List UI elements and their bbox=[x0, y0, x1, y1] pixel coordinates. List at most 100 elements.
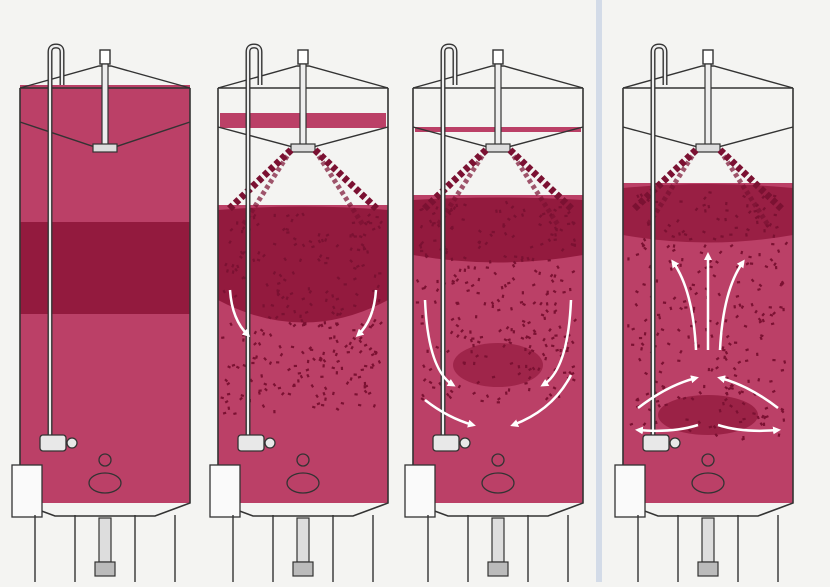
skin-speck bbox=[486, 266, 489, 269]
skin-speck bbox=[347, 351, 350, 354]
skin-speck bbox=[376, 216, 379, 218]
skin-speck bbox=[469, 330, 471, 333]
outlet-motor bbox=[698, 562, 718, 576]
vent-icon bbox=[493, 50, 503, 64]
skin-speck bbox=[657, 314, 660, 316]
skin-speck bbox=[559, 206, 562, 208]
skin-speck bbox=[734, 342, 737, 344]
cap-pocket bbox=[453, 343, 543, 387]
center-pipe bbox=[102, 64, 108, 146]
skin-speck bbox=[524, 348, 526, 351]
skin-speck bbox=[679, 264, 681, 267]
skin-speck bbox=[546, 302, 549, 305]
skin-speck bbox=[543, 317, 546, 320]
skin-speck bbox=[420, 250, 423, 252]
skin-speck bbox=[281, 313, 284, 315]
skin-speck bbox=[627, 324, 629, 327]
skin-speck bbox=[685, 418, 688, 421]
skin-speck bbox=[324, 262, 327, 264]
valve-icon bbox=[433, 435, 459, 451]
sprinkler-icon bbox=[486, 144, 510, 152]
skin-speck bbox=[554, 238, 557, 240]
level-gauge bbox=[210, 465, 240, 517]
skin-speck bbox=[298, 372, 301, 375]
skin-speck bbox=[758, 253, 760, 256]
skin-speck bbox=[324, 397, 327, 400]
skin-speck bbox=[352, 329, 355, 331]
skin-speck bbox=[497, 401, 500, 403]
skin-speck bbox=[733, 305, 736, 308]
skin-speck bbox=[511, 328, 513, 331]
valve-wheel-icon bbox=[670, 438, 680, 448]
skin-speck bbox=[492, 305, 494, 308]
skin-speck bbox=[782, 308, 784, 311]
skin-speck bbox=[333, 335, 335, 338]
skin-speck bbox=[276, 361, 279, 363]
outlet-motor bbox=[293, 562, 313, 576]
skin-speck bbox=[354, 393, 357, 396]
valve-wheel-icon bbox=[460, 438, 470, 448]
skin-speck bbox=[763, 423, 765, 426]
skin-speck bbox=[697, 344, 699, 347]
vent-icon bbox=[100, 50, 110, 64]
skin-speck bbox=[322, 364, 324, 367]
skin-speck bbox=[569, 288, 572, 291]
skin-speck bbox=[663, 301, 666, 304]
vent-icon bbox=[703, 50, 713, 64]
skin-speck bbox=[274, 214, 276, 217]
skin-speck bbox=[352, 222, 355, 225]
tank-panel-1 bbox=[12, 46, 190, 582]
skin-speck bbox=[258, 389, 261, 391]
skin-speck bbox=[763, 229, 765, 232]
skin-speck bbox=[354, 373, 357, 375]
skin-speck bbox=[364, 382, 366, 385]
skin-speck bbox=[684, 306, 687, 308]
skin-speck bbox=[420, 322, 423, 325]
page-seam bbox=[596, 0, 602, 582]
skin-speck bbox=[677, 359, 680, 362]
skin-speck bbox=[513, 330, 516, 333]
center-pipe bbox=[495, 64, 501, 146]
skin-speck bbox=[308, 287, 310, 290]
skin-speck bbox=[735, 227, 738, 230]
sprinkler-icon bbox=[291, 144, 315, 152]
skin-speck bbox=[426, 350, 428, 353]
skin-speck bbox=[725, 209, 728, 212]
skin-speck bbox=[533, 333, 536, 335]
cap-layer bbox=[623, 184, 793, 243]
skin-speck bbox=[725, 202, 728, 205]
skin-speck bbox=[492, 231, 495, 233]
skin-speck bbox=[687, 335, 690, 338]
skin-speck bbox=[514, 255, 517, 258]
outlet-motor bbox=[488, 562, 508, 576]
skin-speck bbox=[772, 359, 775, 361]
skin-speck bbox=[679, 200, 682, 202]
skin-speck bbox=[421, 315, 423, 318]
skin-speck bbox=[297, 379, 300, 382]
skin-speck bbox=[775, 266, 777, 269]
skin-speck bbox=[221, 336, 224, 339]
skin-speck bbox=[242, 334, 245, 336]
skin-speck bbox=[472, 344, 474, 347]
level-gauge bbox=[615, 465, 645, 517]
skin-speck bbox=[473, 362, 475, 365]
cap-layer bbox=[20, 222, 190, 314]
skin-speck bbox=[475, 315, 477, 318]
tank-panel-3 bbox=[405, 46, 583, 582]
outlet-pump-icon bbox=[297, 518, 309, 562]
skin-speck bbox=[344, 283, 347, 285]
skin-speck bbox=[363, 246, 366, 249]
sprinkler-icon bbox=[696, 144, 720, 152]
skin-speck bbox=[286, 231, 289, 234]
skin-speck bbox=[508, 388, 511, 391]
skin-speck bbox=[644, 332, 647, 335]
skin-speck bbox=[771, 243, 774, 245]
skin-speck bbox=[470, 350, 472, 353]
valve-wheel-icon bbox=[67, 438, 77, 448]
skin-speck bbox=[726, 392, 729, 395]
skin-speck bbox=[273, 410, 275, 413]
valve-icon bbox=[643, 435, 669, 451]
center-pipe bbox=[300, 64, 306, 146]
valve-wheel-icon bbox=[265, 438, 275, 448]
